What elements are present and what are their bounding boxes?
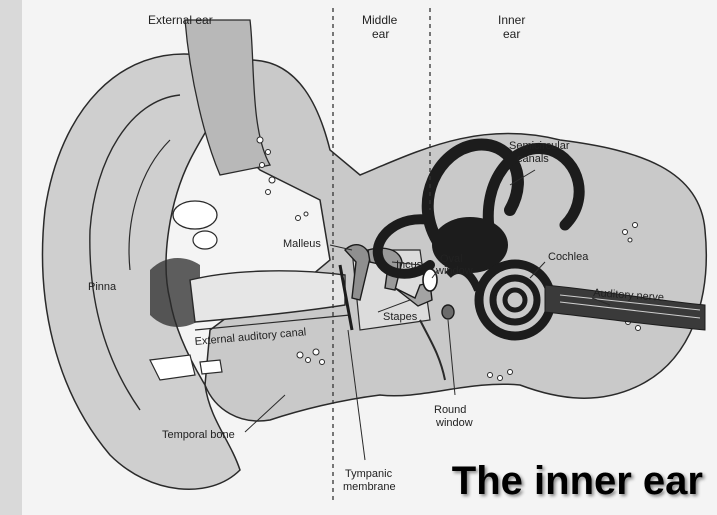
- section-middle-ear-line2: ear: [372, 27, 389, 41]
- slide-title: The inner ear: [452, 461, 703, 501]
- label-stapes: Stapes: [383, 311, 418, 323]
- label-semicircular-line2: canals: [517, 153, 549, 165]
- label-malleus: Malleus: [283, 238, 321, 250]
- label-tympanic-line2: membrane: [343, 481, 396, 493]
- label-cochlea: Cochlea: [548, 251, 589, 263]
- label-oval-window-line2: window: [435, 265, 473, 277]
- label-incus: Incus: [396, 259, 423, 271]
- section-inner-ear-line2: ear: [503, 27, 520, 41]
- mastoid-cell-2: [193, 231, 217, 249]
- label-temporal-bone: Temporal bone: [162, 429, 235, 441]
- lower-bone-2: [200, 360, 222, 374]
- oval-window: [423, 269, 437, 291]
- label-round-window-line1: Round: [434, 404, 466, 416]
- label-round-window-line2: window: [435, 417, 473, 429]
- section-inner-ear-line1: Inner: [498, 13, 525, 27]
- label-semicircular-line1: Semicircular: [509, 140, 570, 152]
- section-middle-ear-line1: Middle: [362, 13, 398, 27]
- left-binding-shadow: [0, 0, 22, 515]
- round-window: [442, 305, 454, 319]
- section-external-ear: External ear: [148, 13, 213, 27]
- label-oval-window-line1: Oval: [440, 253, 463, 265]
- mastoid-cell: [173, 201, 217, 229]
- label-pinna: Pinna: [88, 281, 117, 293]
- label-tympanic-line1: Tympanic: [345, 468, 393, 480]
